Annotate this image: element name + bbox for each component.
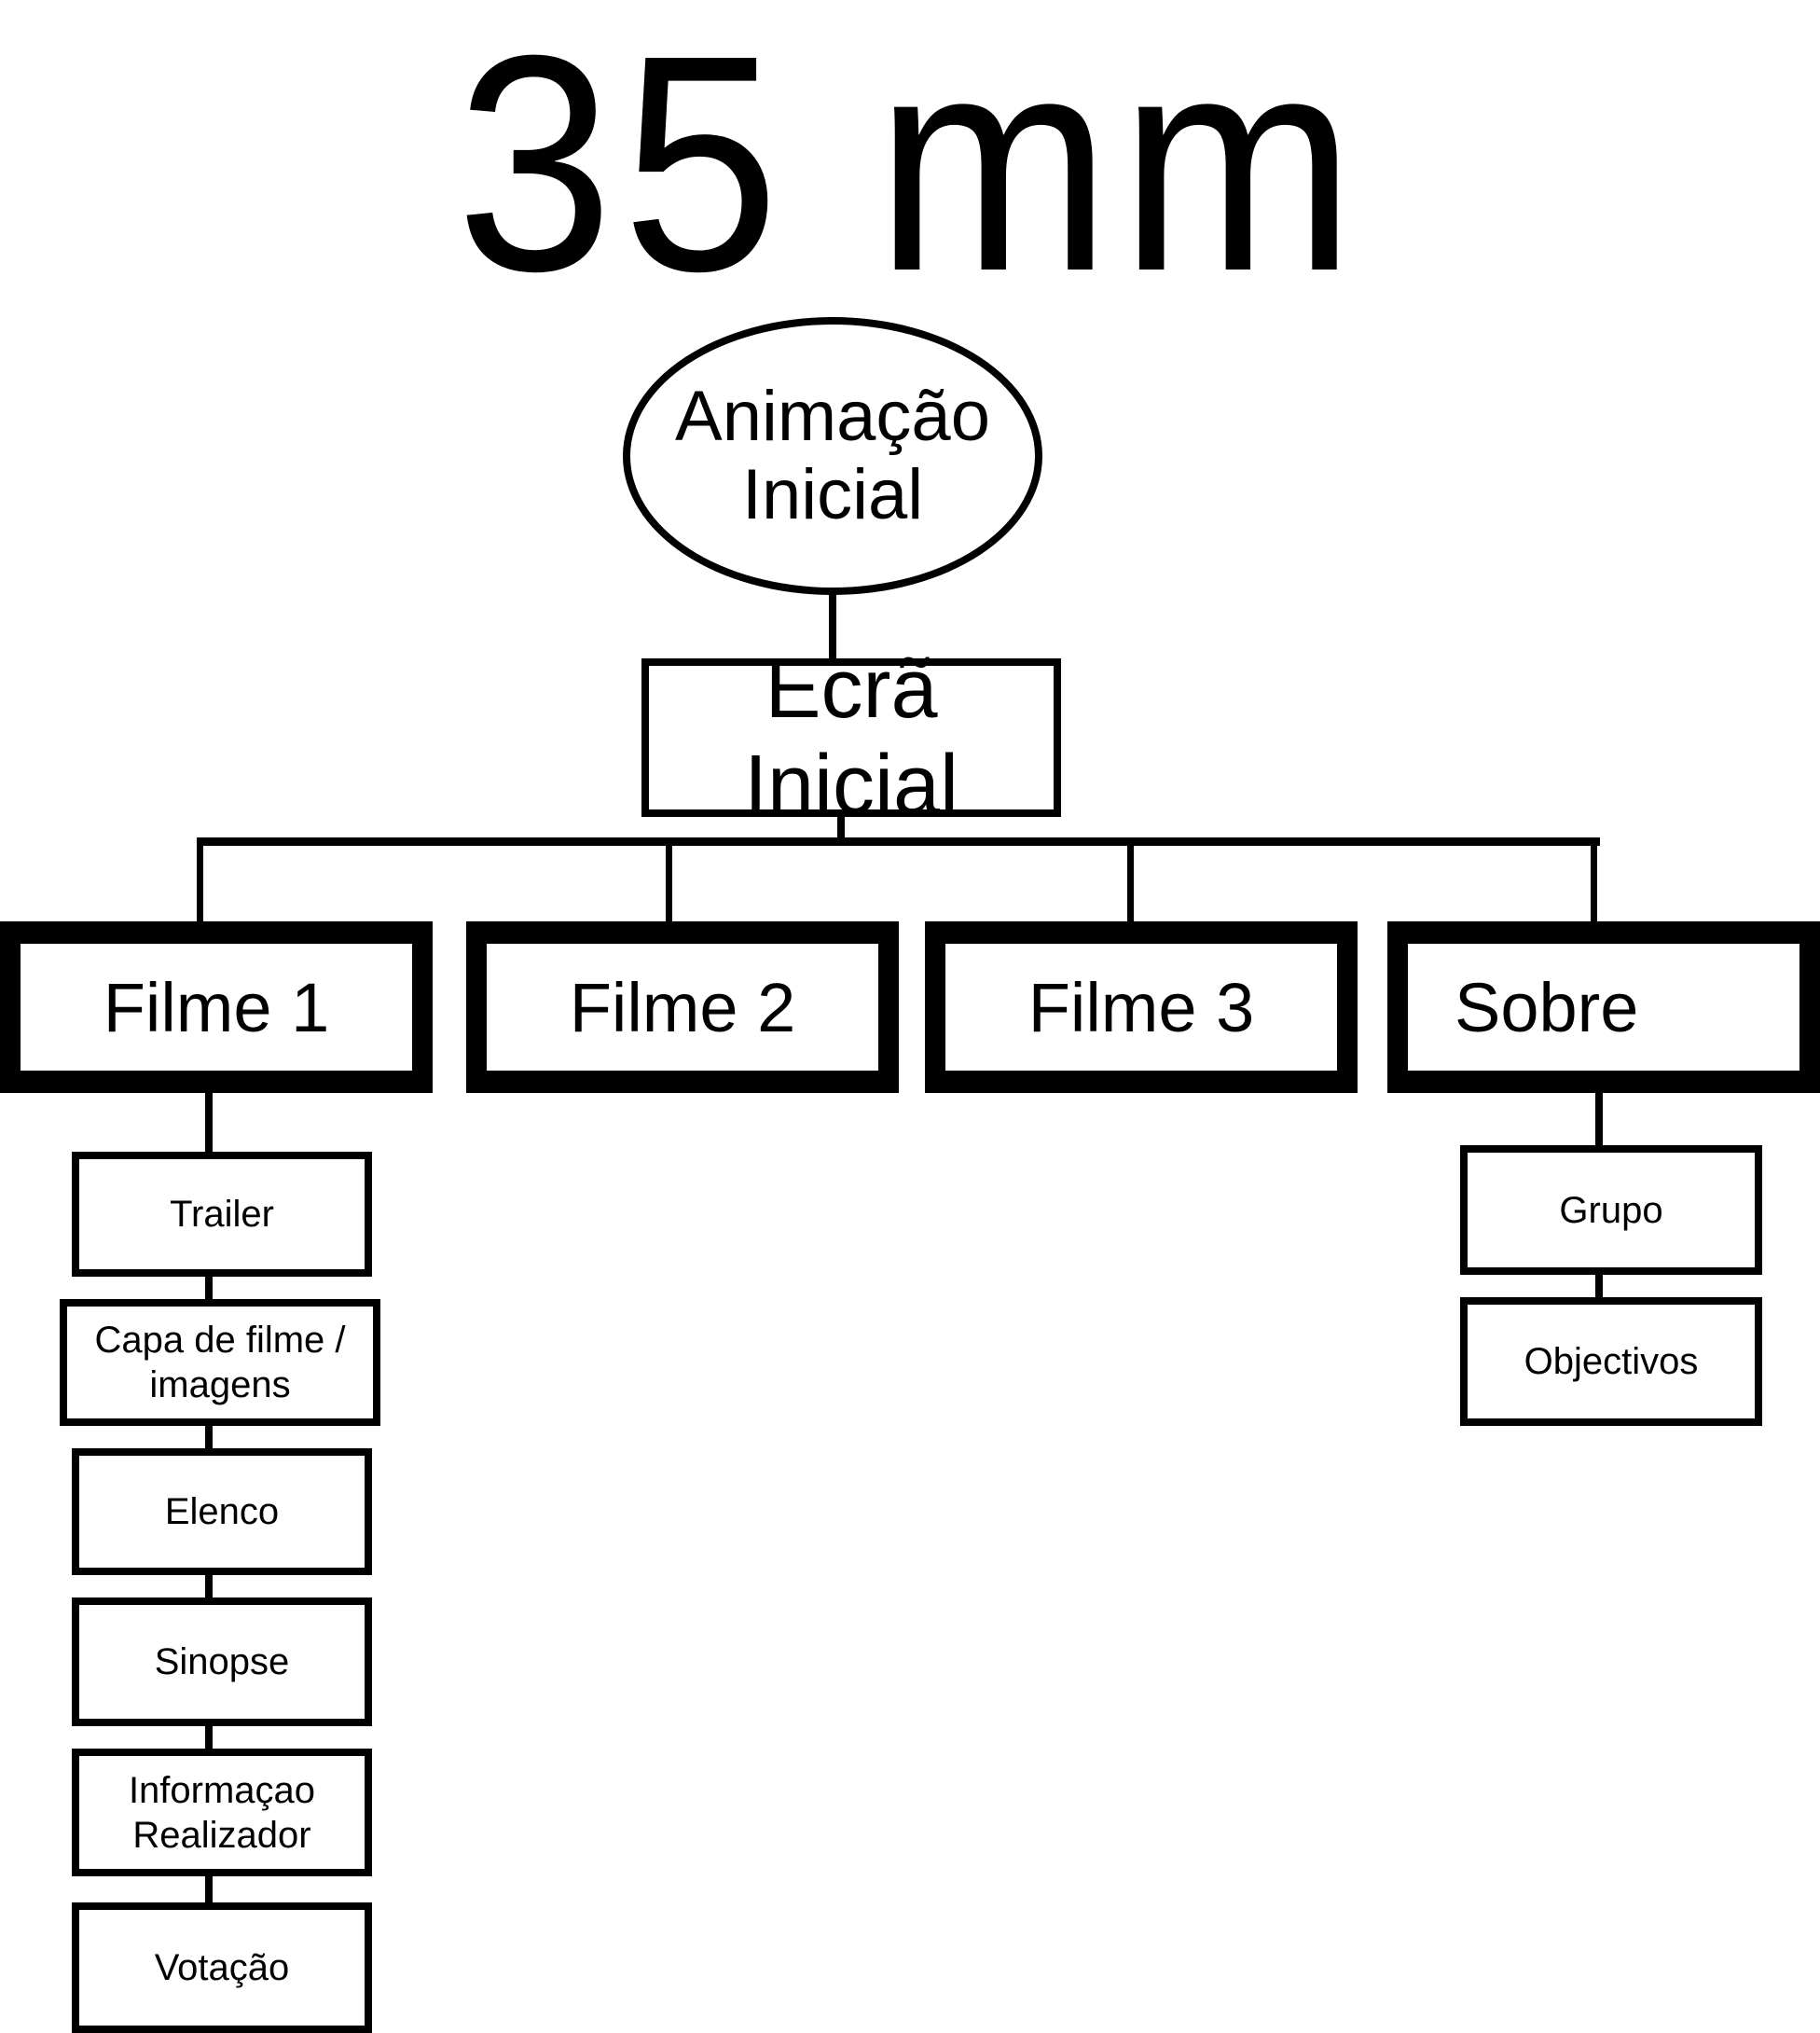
connector <box>1591 839 1597 925</box>
node-sobre: Sobre <box>1387 921 1820 1093</box>
node-label: Ecrã Inicial <box>743 643 959 832</box>
node-label: Grupo <box>1559 1189 1663 1231</box>
connector <box>666 839 672 925</box>
connector <box>197 839 203 925</box>
connector <box>205 1091 213 1156</box>
connector <box>205 1273 213 1303</box>
node-capa-de-filme: Capa de filme / imagens <box>60 1299 380 1426</box>
connector <box>1595 1271 1603 1301</box>
node-filme-3: Filme 3 <box>925 921 1358 1093</box>
connector <box>1595 1091 1603 1149</box>
node-filme-2: Filme 2 <box>466 921 899 1093</box>
connector-bus <box>197 837 1600 846</box>
node-label: Sinopse <box>154 1641 290 1682</box>
node-filme-1: Filme 1 <box>0 921 433 1093</box>
node-label: Trailer <box>170 1194 274 1235</box>
connector <box>205 1422 213 1452</box>
node-objectivos: Objectivos <box>1460 1297 1762 1426</box>
node-label: Filme 1 <box>103 968 330 1046</box>
connector <box>205 1873 213 1906</box>
node-label: Votação <box>154 1947 290 1988</box>
node-elenco: Elenco <box>72 1448 372 1575</box>
node-label: Elenco <box>164 1491 280 1532</box>
node-informacao-realizador: Informaçao Realizador <box>72 1749 372 1876</box>
node-label: Filme 3 <box>1027 968 1255 1046</box>
node-label: Capa de filme / <box>94 1320 346 1361</box>
connector <box>1127 839 1134 925</box>
connector <box>205 1571 213 1601</box>
node-label: Sobre <box>1455 968 1639 1046</box>
node-label: Informaçao <box>128 1769 316 1811</box>
node-label: Filme 2 <box>569 968 796 1046</box>
node-label: imagens <box>149 1364 291 1405</box>
node-label: Animação <box>675 377 990 456</box>
node-sinopse: Sinopse <box>72 1597 372 1726</box>
node-grupo: Grupo <box>1460 1145 1762 1275</box>
connector <box>205 1723 213 1753</box>
diagram-title: 35 mm <box>456 0 1364 335</box>
node-trailer: Trailer <box>72 1152 372 1277</box>
node-label: Realizador <box>132 1814 311 1856</box>
connector <box>837 815 845 841</box>
node-label: Inicial <box>741 455 924 534</box>
node-animacao-inicial: Animação Inicial <box>623 317 1042 595</box>
connector <box>829 593 836 662</box>
node-ecra-inicial: Ecrã Inicial <box>641 643 1061 832</box>
node-votacao: Votação <box>72 1902 372 2033</box>
node-label: Objectivos <box>1524 1341 1699 1382</box>
